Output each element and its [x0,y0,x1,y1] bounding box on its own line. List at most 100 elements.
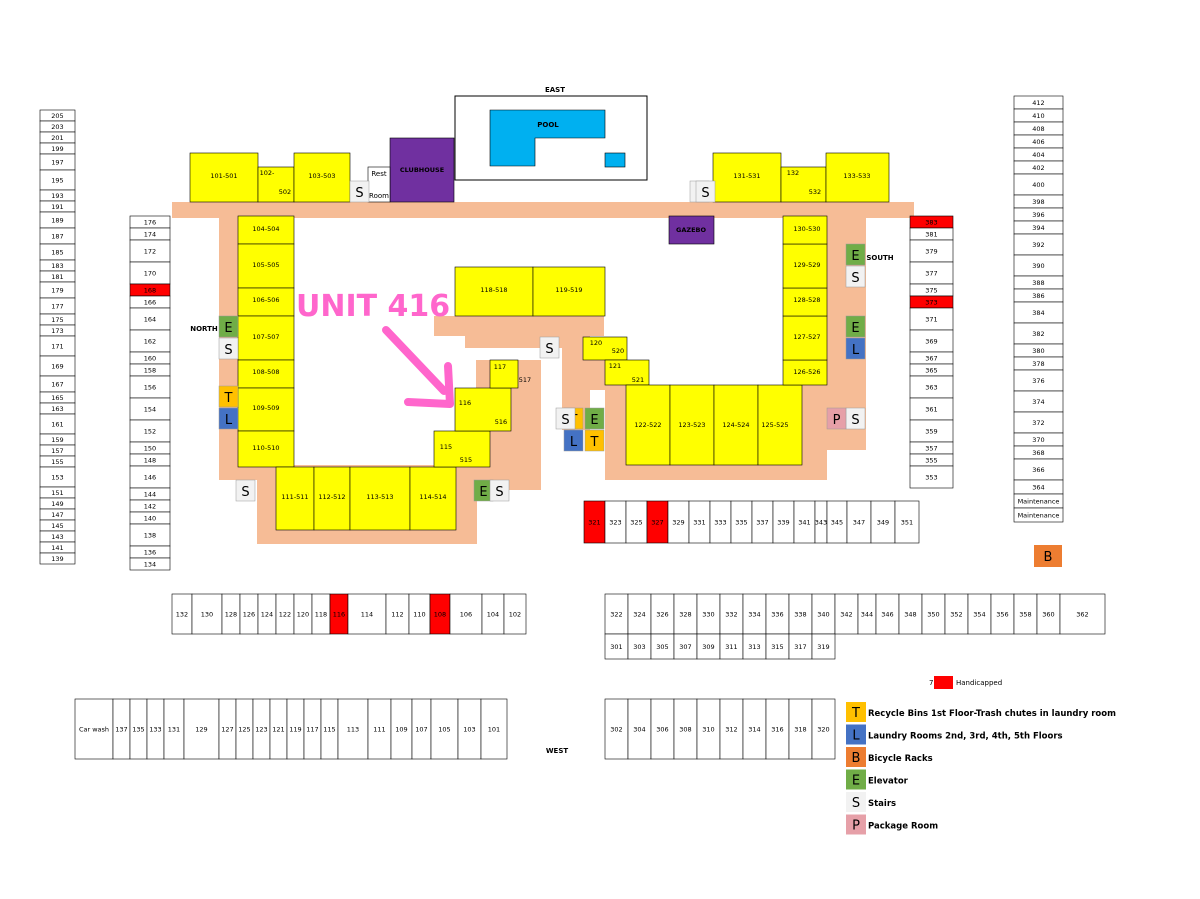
space-label: 337 [756,519,768,527]
space-label: 118 [315,611,327,619]
space-label: 368 [1032,449,1044,457]
space-label: 120 [297,611,309,619]
space-label: 408 [1032,125,1044,133]
space-label: 350 [927,611,939,619]
marker-letter: S [851,271,859,286]
building-block [825,152,890,203]
space-label: 342 [840,611,852,619]
unit-label: 515 [460,456,472,464]
space-label: 378 [1032,360,1044,368]
space-label: 152 [144,428,156,436]
space-label: 325 [630,519,642,527]
space-label: 335 [735,519,747,527]
space-label: 156 [144,384,156,392]
north-label: NORTH [190,325,218,333]
building-block [780,166,827,203]
space-label: Maintenance [1018,498,1060,506]
legend-swatch [846,769,866,790]
space-label: 132 [176,611,188,619]
space-label: 185 [51,249,63,257]
space-label: 147 [51,511,63,519]
space-label: 322 [610,611,622,619]
space-label: 312 [725,726,737,734]
legend-hc-number: 7 [929,679,933,687]
space [191,593,223,635]
marker-S [539,336,560,359]
marker-letter: E [851,321,859,336]
unit-label: 121 [609,362,621,370]
spa [604,152,626,168]
space-label: 375 [925,287,937,295]
space-label: 128 [225,611,237,619]
space-label: 400 [1032,181,1044,189]
rest-label-1: Rest [371,170,387,178]
space-label: 327 [651,519,663,527]
space [183,698,220,760]
space-label: 108 [434,611,446,619]
marker-E [584,407,605,430]
building-block [713,384,759,466]
space-label: 388 [1032,279,1044,287]
marker-letter: S [701,186,709,201]
bicycle-rack [1034,545,1062,567]
unit-label: 115 [440,443,452,451]
building-block [189,152,259,203]
space-label: 175 [51,316,63,324]
building-block [532,266,606,317]
space-label: 357 [925,445,937,453]
unit-label: 109-509 [252,404,279,412]
space-label: 380 [1032,347,1044,355]
marker-T [584,429,605,452]
space-label: 193 [51,192,63,200]
space-label: 320 [817,726,829,734]
space-label: 398 [1032,198,1044,206]
unit-416-label: UNIT 416 [296,289,450,324]
space-label: 340 [817,611,829,619]
unit-label: 131-531 [733,172,760,180]
building-block [257,166,295,203]
unit-label: 516 [495,418,507,426]
space-label: 404 [1032,151,1044,159]
space-label: 330 [702,611,714,619]
unit-label: 103-503 [308,172,335,180]
unit-label: 521 [632,376,644,384]
space-label: 367 [925,355,937,363]
space-label: 166 [144,299,156,307]
space [846,500,872,544]
legend-letter: T [851,706,860,721]
marker-letter: S [495,485,503,500]
marker-letter: S [545,342,553,357]
space-label: 358 [1019,611,1031,619]
space [129,557,171,571]
space-label: 117 [306,726,318,734]
space-label: 370 [1032,436,1044,444]
space-label: 349 [877,519,889,527]
marker-S [349,180,370,203]
unit-label: 106-506 [252,296,279,304]
unit-label: 132 [787,169,799,177]
space-label: 310 [702,726,714,734]
gazebo [668,215,715,245]
space-label: 352 [950,611,962,619]
unit-label: 122-522 [634,421,661,429]
space-label: 386 [1032,292,1044,300]
space-label: 306 [656,726,668,734]
building-block [782,287,828,317]
unit-label: 126-526 [793,368,820,376]
unit-label: 116 [459,399,471,407]
legend-text: Laundry Rooms 2nd, 3rd, 4th, 5th Floors [868,732,1063,742]
space [894,500,920,544]
unit-label: 130-530 [793,225,820,233]
space [909,465,954,489]
space-label: 142 [144,503,156,511]
space [1059,593,1106,635]
space-label: 314 [748,726,760,734]
building-block [237,243,295,289]
space-label: 319 [817,643,829,651]
marker-letter: E [224,321,232,336]
space-label: 307 [679,643,691,651]
space-label: 179 [51,287,63,295]
space-label: 183 [51,262,63,270]
space-label: 343 [815,519,827,527]
space-label: 163 [51,405,63,413]
